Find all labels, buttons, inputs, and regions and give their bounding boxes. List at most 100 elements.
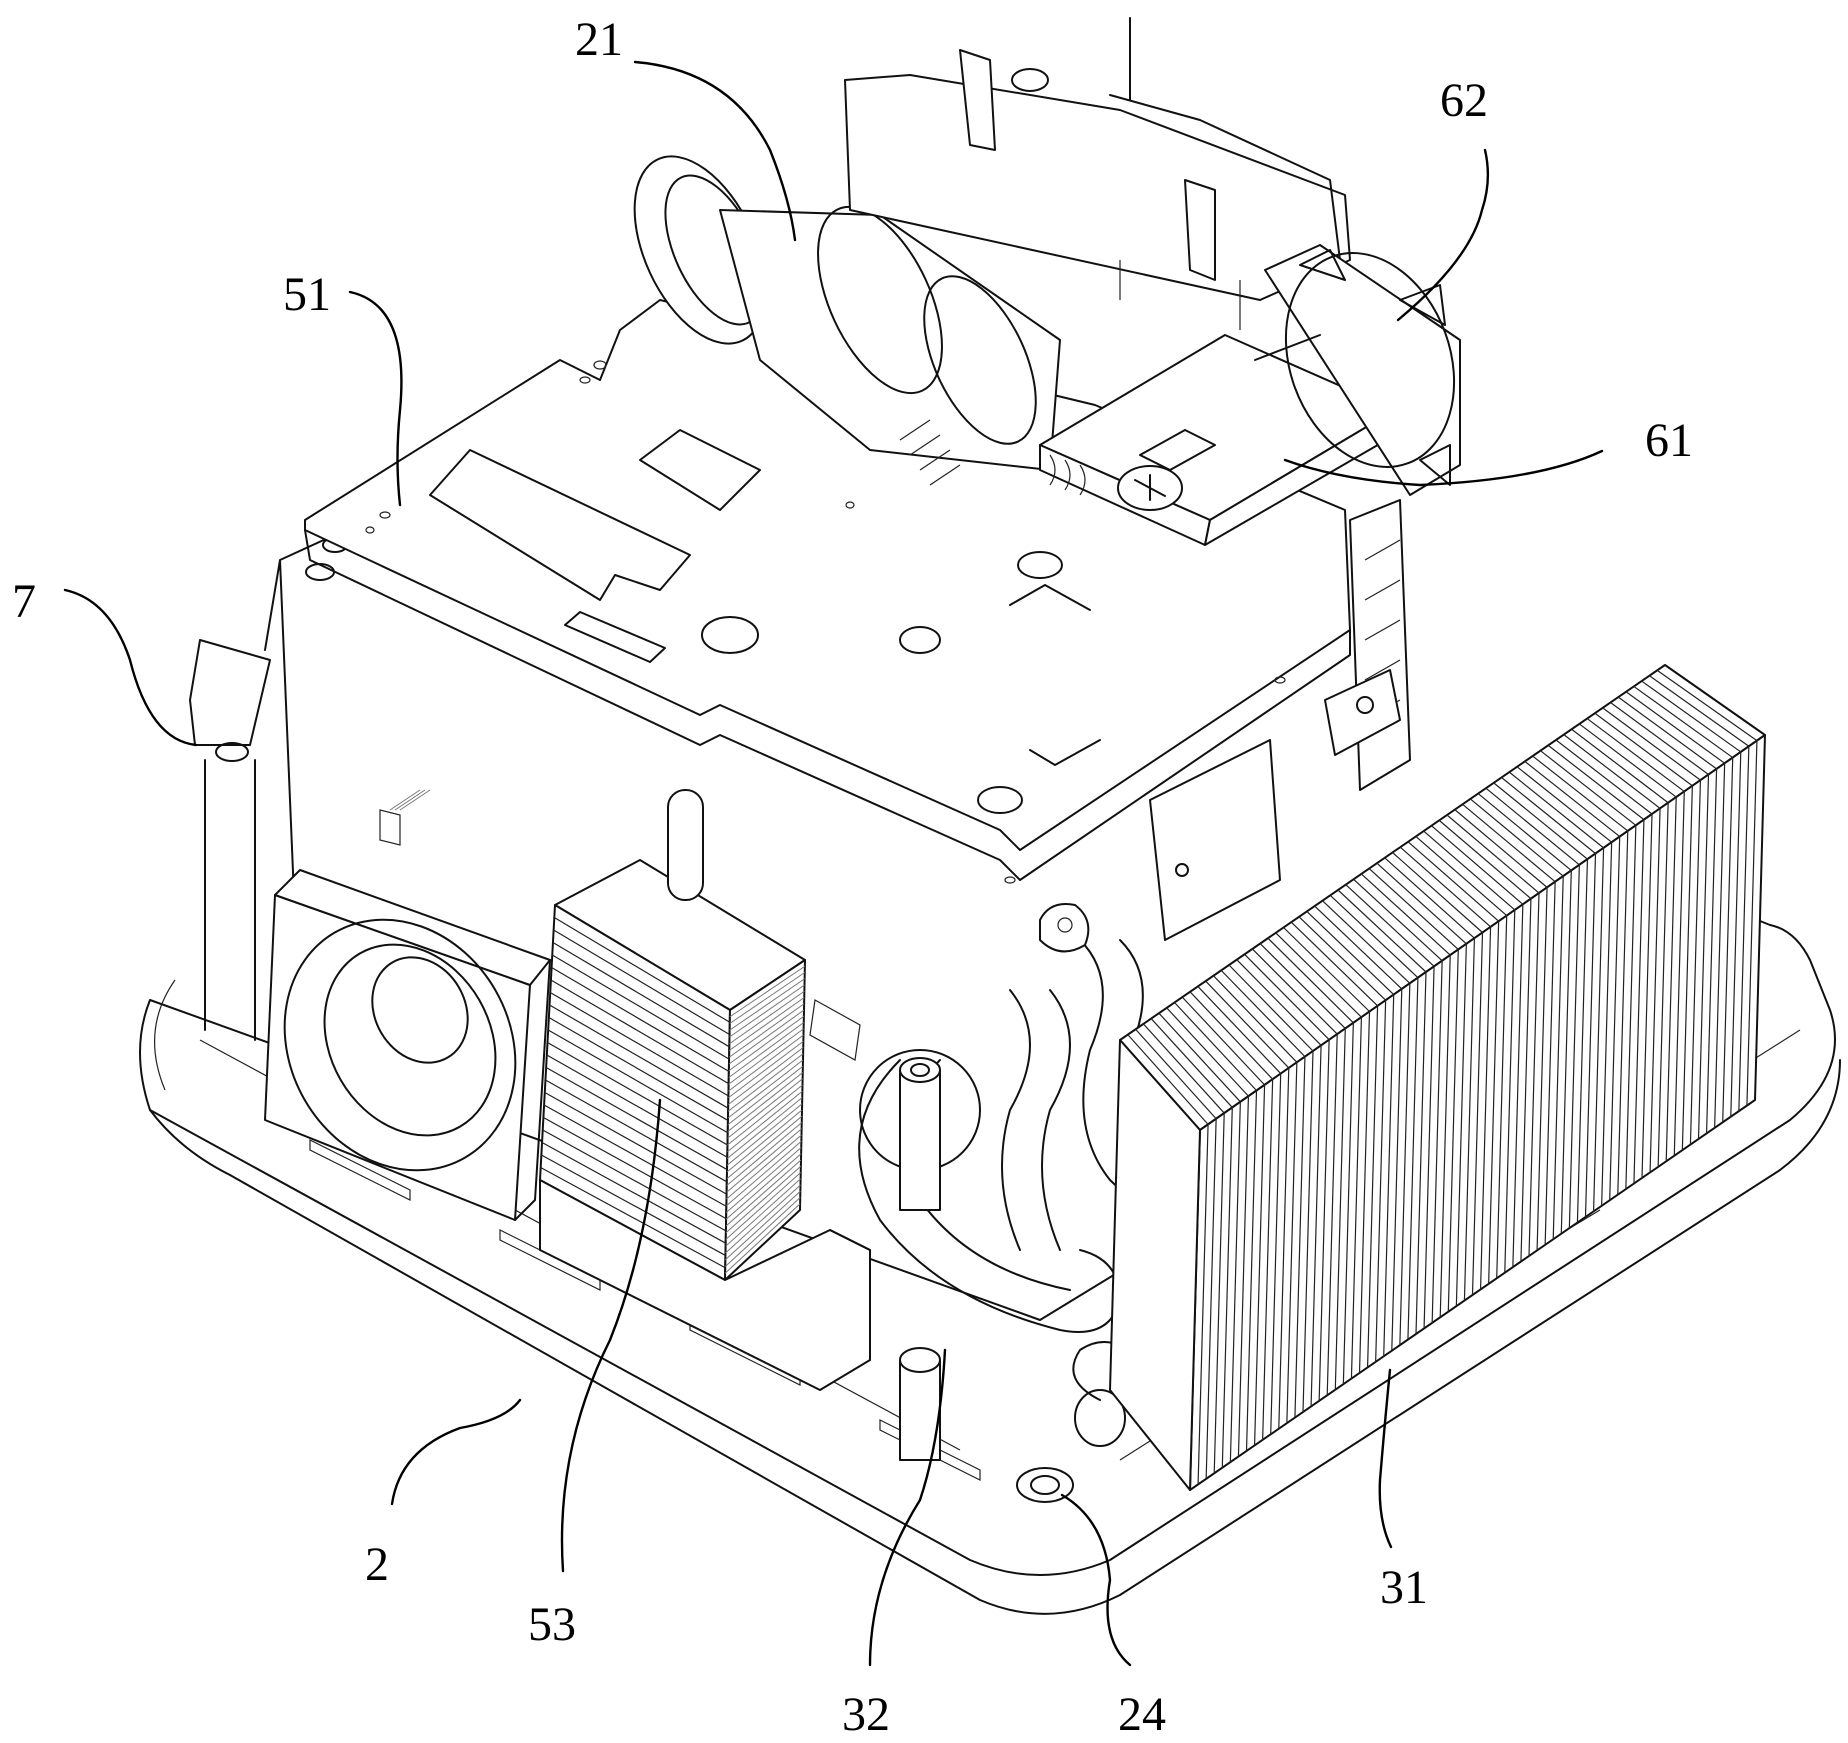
fin-line bbox=[1228, 964, 1314, 1052]
large-heat-sink-fins bbox=[1127, 669, 1758, 1485]
fin-line bbox=[1212, 975, 1298, 1063]
bracket-block bbox=[1039, 334, 1396, 546]
fin-line bbox=[1455, 943, 1467, 1307]
fin-line bbox=[548, 1016, 729, 1121]
fin-line bbox=[1189, 991, 1274, 1080]
fin-line bbox=[1576, 859, 1589, 1223]
fin-line bbox=[725, 1147, 802, 1213]
fin-line bbox=[1150, 1018, 1233, 1108]
fin-line bbox=[727, 1047, 804, 1105]
fin-line bbox=[1594, 712, 1693, 787]
fin-line bbox=[1592, 847, 1605, 1212]
fin-line bbox=[1496, 915, 1508, 1279]
fin-line bbox=[1245, 1090, 1258, 1452]
fin-line bbox=[1493, 782, 1588, 860]
leader-61 bbox=[1283, 449, 1604, 487]
fin-line bbox=[1278, 1067, 1290, 1429]
label-51: 51 bbox=[283, 268, 331, 321]
fin-line bbox=[1501, 777, 1596, 854]
fin-line bbox=[551, 966, 730, 1072]
fin-line bbox=[1384, 857, 1475, 939]
leader-21 bbox=[633, 60, 797, 242]
fin-line bbox=[1326, 1034, 1338, 1396]
label-62: 62 bbox=[1440, 74, 1488, 127]
label-31: 31 bbox=[1380, 1561, 1428, 1614]
fin-line bbox=[727, 1084, 803, 1146]
fin-line bbox=[540, 1166, 726, 1269]
fin-line bbox=[1329, 894, 1419, 979]
fin-line bbox=[729, 978, 805, 1031]
fin-line bbox=[1540, 750, 1637, 826]
fin-line bbox=[1166, 1007, 1249, 1097]
fin-line bbox=[728, 1040, 804, 1099]
fin-line bbox=[1350, 1017, 1363, 1379]
fin-line bbox=[725, 1165, 802, 1234]
fin-line bbox=[1552, 876, 1564, 1240]
fin-line bbox=[1665, 797, 1677, 1162]
fin-line bbox=[1415, 971, 1427, 1335]
fin-line bbox=[1601, 842, 1613, 1206]
fin-line bbox=[542, 1129, 727, 1232]
fin-line bbox=[1345, 884, 1435, 967]
fin-line bbox=[726, 1109, 803, 1173]
fin-line bbox=[543, 1116, 727, 1220]
fin-line bbox=[1358, 1011, 1371, 1374]
fin-line bbox=[1391, 988, 1403, 1351]
fin-line bbox=[1673, 791, 1685, 1156]
small-heat-sink bbox=[539, 789, 806, 1281]
fin-line bbox=[1368, 868, 1459, 950]
fin-line bbox=[1471, 932, 1484, 1296]
fin-line bbox=[1617, 696, 1717, 770]
small-heat-sink-fins bbox=[540, 916, 806, 1274]
fin-line bbox=[725, 1172, 802, 1240]
fin-line bbox=[1730, 751, 1742, 1117]
fin-line bbox=[1617, 830, 1629, 1195]
leader-24 bbox=[1060, 1493, 1132, 1667]
fin-line bbox=[1555, 739, 1653, 815]
fin-line bbox=[1568, 864, 1580, 1229]
fin-line bbox=[1197, 1124, 1209, 1485]
fin-line bbox=[1205, 980, 1290, 1069]
fin-line bbox=[1609, 836, 1621, 1201]
leader-62 bbox=[1396, 148, 1490, 322]
fin-line bbox=[551, 954, 730, 1060]
fin-line bbox=[549, 991, 729, 1097]
fin-line bbox=[1229, 1101, 1241, 1463]
fin-line bbox=[725, 1159, 802, 1227]
label-21: 21 bbox=[575, 13, 623, 66]
fin-line bbox=[1431, 960, 1443, 1323]
fin-line bbox=[1738, 746, 1750, 1112]
fin-line bbox=[726, 1103, 803, 1166]
fin-line bbox=[544, 1091, 727, 1195]
large-heat-sink bbox=[1109, 664, 1766, 1491]
fin-line bbox=[726, 1115, 803, 1180]
fin-line bbox=[727, 1090, 803, 1153]
fin-line bbox=[1633, 819, 1645, 1184]
leader-31 bbox=[1378, 1368, 1393, 1549]
fin-line bbox=[728, 1015, 805, 1072]
fin-line bbox=[1488, 921, 1500, 1284]
fin-line bbox=[1244, 953, 1330, 1041]
label-2: 2 bbox=[365, 1538, 389, 1591]
fin-line bbox=[1294, 1056, 1306, 1418]
fin-line bbox=[1641, 813, 1653, 1179]
fin-line bbox=[1213, 1113, 1225, 1474]
fin-line bbox=[543, 1104, 727, 1207]
fin-line bbox=[1174, 1002, 1257, 1091]
fin-line bbox=[728, 997, 805, 1051]
fin-line bbox=[1746, 740, 1758, 1106]
fin-line bbox=[1508, 771, 1604, 849]
fin-line bbox=[1383, 994, 1395, 1357]
fin-line bbox=[1584, 853, 1597, 1218]
fin-line bbox=[1454, 809, 1548, 888]
fin-line bbox=[1270, 1073, 1282, 1435]
fin-line bbox=[1649, 808, 1661, 1173]
fin-line bbox=[1528, 892, 1540, 1257]
fin-line bbox=[1520, 898, 1532, 1262]
fin-line bbox=[1376, 862, 1467, 945]
fin-line bbox=[1205, 1118, 1217, 1479]
fin-line bbox=[1485, 787, 1580, 866]
fin-line bbox=[1714, 763, 1726, 1128]
left-fan-module bbox=[264, 789, 551, 1221]
fin-line bbox=[1392, 852, 1483, 933]
